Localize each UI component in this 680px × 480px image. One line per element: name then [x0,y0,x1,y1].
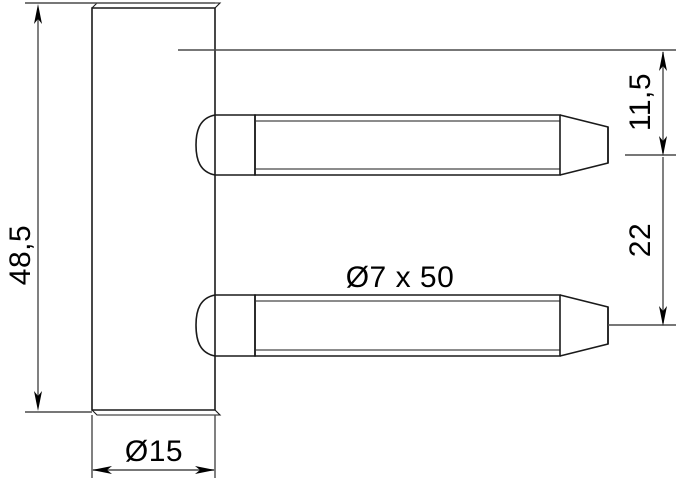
dim-label-pin-top-offset: 11,5 [624,73,657,131]
arrow-down-height [34,391,42,411]
upper-pin [195,114,609,176]
lower-pin-head [195,294,256,357]
plate-outline [91,7,216,411]
arrow-up-height [34,4,42,24]
upper-pin-head [195,114,256,176]
upper-pin-shank [254,114,561,176]
plate-top-left-edge [91,2,98,9]
label-pin-spec: Ø7 x 50 [346,261,455,294]
dimension-pin-spacing: 22 [608,157,676,326]
arrow-down-pin-offset [659,136,667,156]
dim-label-plate-thickness: Ø15 [125,435,183,468]
dimension-height-overall: 48,5 [4,2,215,413]
dimension-pin-top-offset: 11,5 [178,49,676,156]
mounting-plate [91,2,222,416]
lower-pin-shank [254,294,561,357]
dim-label-pin-spacing: 22 [624,223,657,257]
plate-bottom-edge-line [91,409,222,416]
upper-pin-taper [559,114,609,176]
arrow-right-plate-thickness [195,466,215,474]
lower-pin [195,294,609,357]
dim-label-height-overall: 48,5 [4,225,37,285]
pin-spec-label: Ø7 x 50 [346,261,455,294]
arrow-left-plate-thickness [92,466,112,474]
arrow-up-pin-offset [659,51,667,71]
lower-pin-taper [559,294,609,357]
arrow-down-pin-spacing [659,306,667,326]
dimension-plate-thickness: Ø15 [91,415,216,478]
